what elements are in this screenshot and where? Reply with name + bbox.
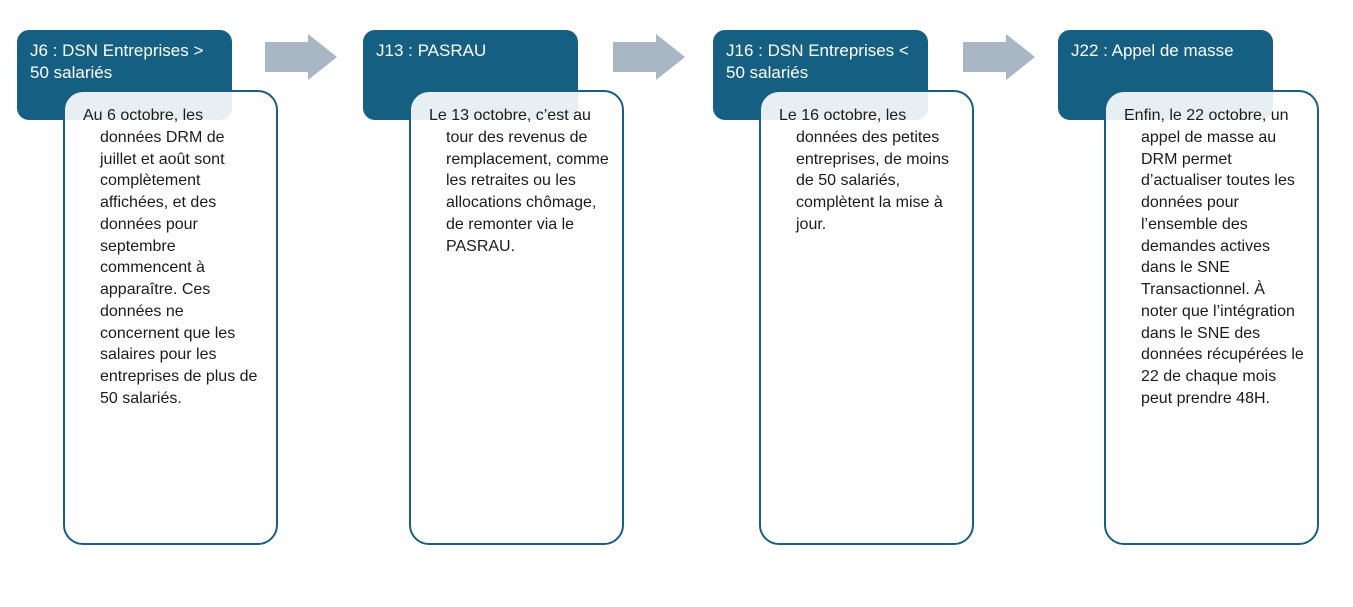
step-j13-body: Le 13 octobre, c’est au tour des revenus… <box>409 90 624 545</box>
step-j16-header-label: J16 : DSN Entreprises < 50 salariés <box>726 41 909 82</box>
step-j16-body: Le 16 octobre, les données des petites e… <box>759 90 974 545</box>
block-arrow-right-icon <box>613 34 685 80</box>
step-j13-body-text: Le 13 octobre, c’est au tour des revenus… <box>429 107 609 255</box>
step-j6-body: Au 6 octobre, les données DRM de juillet… <box>63 90 278 545</box>
step-j22: J22 : Appel de masse Enfin, le 22 octobr… <box>1058 30 1320 550</box>
block-arrow-right-icon <box>265 34 337 80</box>
step-j16: J16 : DSN Entreprises < 50 salariés Le 1… <box>713 30 975 550</box>
step-j6: J6 : DSN Entreprises > 50 salariés Au 6 … <box>17 30 279 550</box>
step-j16-body-text: Le 16 octobre, les données des petites e… <box>779 107 949 233</box>
step-j22-body-text: Enfin, le 22 octobre, un appel de masse … <box>1124 107 1304 407</box>
step-j6-header-label: J6 : DSN Entreprises > 50 salariés <box>30 41 204 82</box>
step-j6-body-text: Au 6 octobre, les données DRM de juillet… <box>83 107 258 407</box>
step-j22-body: Enfin, le 22 octobre, un appel de masse … <box>1104 90 1319 545</box>
block-arrow-right-icon <box>963 34 1035 80</box>
step-j13-header-label: J13 : PASRAU <box>376 41 487 60</box>
step-j13: J13 : PASRAU Le 13 octobre, c’est au tou… <box>363 30 625 550</box>
step-j22-header-label: J22 : Appel de masse <box>1071 41 1234 60</box>
